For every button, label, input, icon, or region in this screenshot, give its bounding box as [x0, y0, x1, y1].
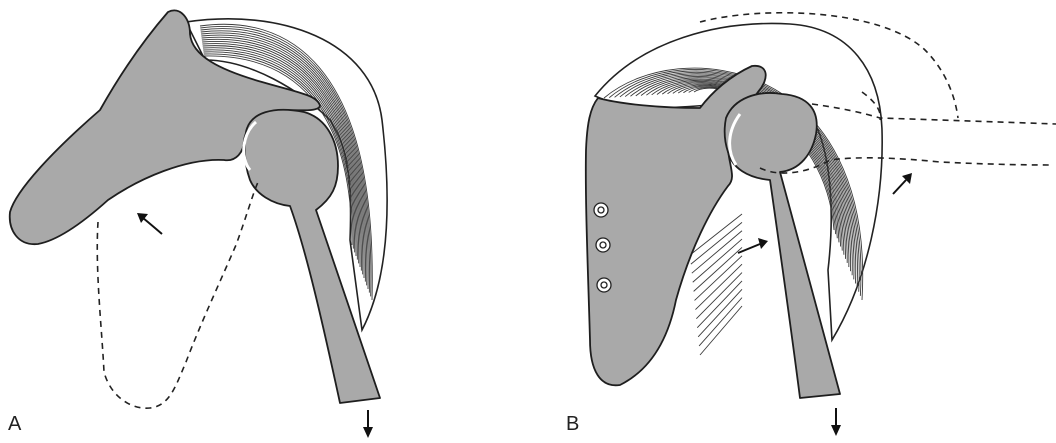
downward-arrow-a: [363, 410, 373, 438]
panel-a: A: [8, 10, 387, 438]
scapula-rotated-outline-a: [97, 182, 258, 408]
panel-label-b: B: [566, 413, 579, 435]
rotation-arrow-a: [137, 213, 162, 234]
attachment-marker: [596, 238, 610, 252]
panel-b: B: [566, 13, 1056, 436]
deltoid-pull-arrow: [893, 173, 912, 194]
attachment-marker: [594, 203, 608, 217]
panel-label-a: A: [8, 413, 22, 435]
attachment-marker: [597, 278, 611, 292]
downward-arrow-b: [831, 408, 841, 436]
